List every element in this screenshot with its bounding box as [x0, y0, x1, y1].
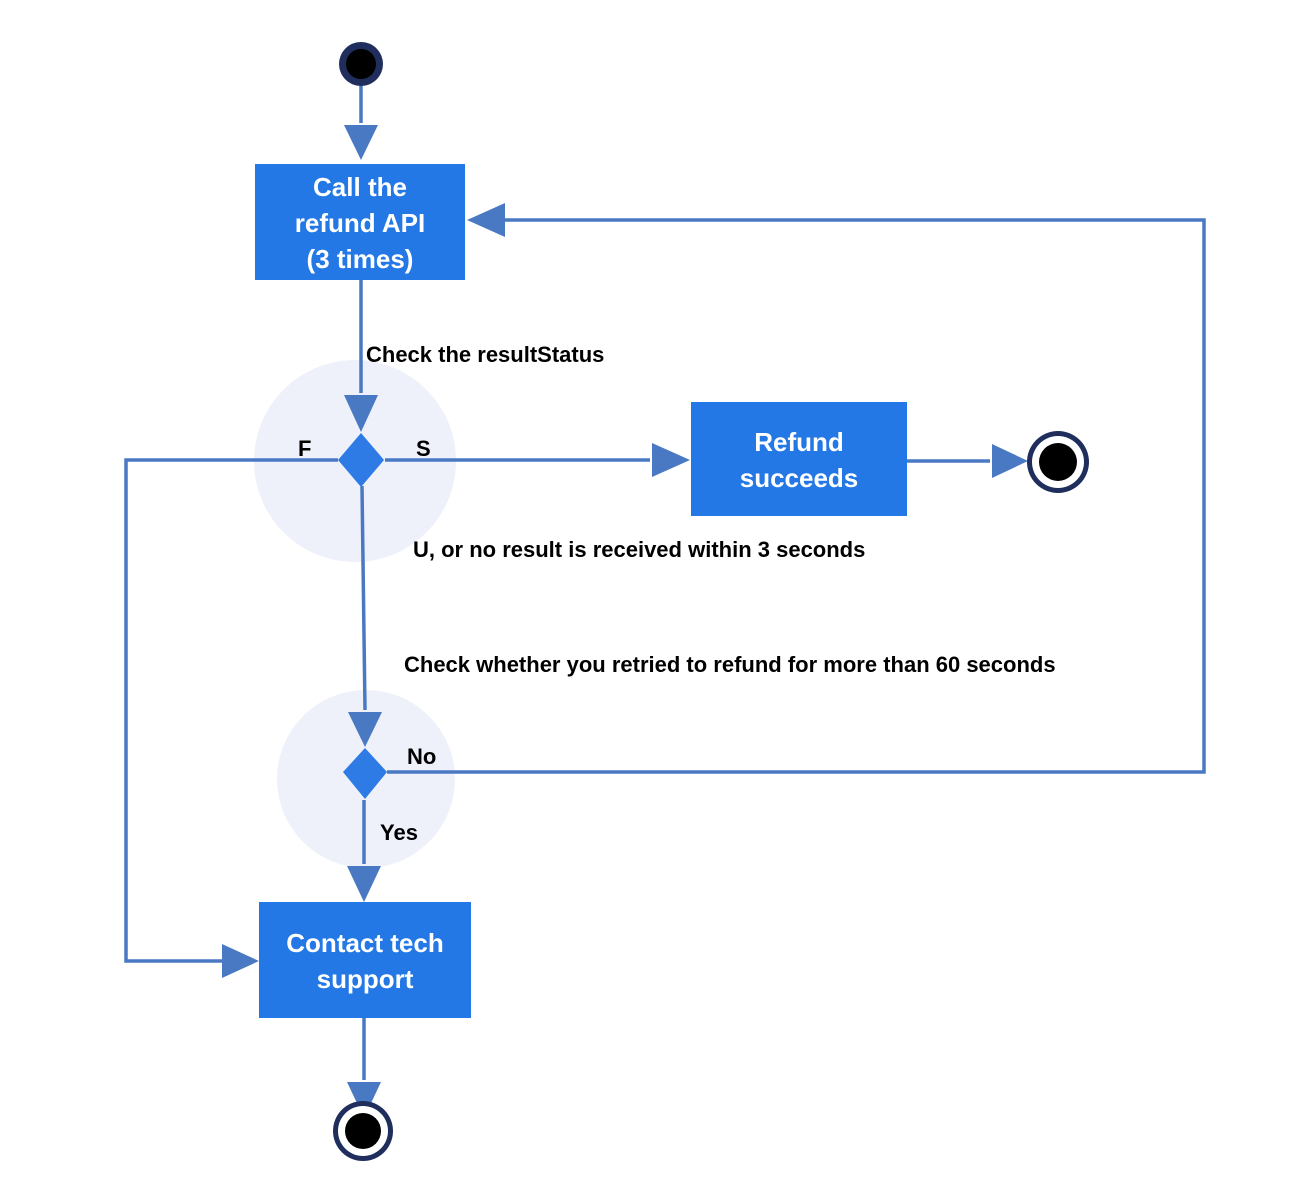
arrowhead-into-end — [992, 444, 1028, 478]
refund-succeeds-line-2: succeeds — [740, 463, 859, 493]
end-node-success — [1027, 431, 1089, 493]
start-node — [339, 42, 383, 86]
label-branch-u: U, or no result is received within 3 sec… — [413, 537, 865, 562]
arrowhead-into-call — [344, 125, 378, 160]
arrowhead-into-contact-f — [222, 944, 259, 978]
edges — [124, 83, 1206, 1080]
edge-no-retry-loop — [387, 218, 1206, 774]
arrowhead-into-call-loop — [467, 203, 505, 237]
arrowhead-into-refund — [652, 443, 690, 477]
contact-tech-support-line-1: Contact tech — [286, 928, 443, 958]
label-branch-s: S — [416, 436, 431, 461]
edge-u-to-retry-decision — [360, 485, 367, 711]
call-refund-api-line-3: (3 times) — [307, 244, 414, 274]
end-node-support — [333, 1101, 393, 1161]
arrowheads — [222, 125, 1028, 1118]
label-branch-f: F — [298, 436, 311, 461]
arrowhead-into-final-end — [347, 1082, 381, 1118]
action-call-refund-api: Call the refund API (3 times) — [255, 164, 465, 280]
action-refund-succeeds: Refund succeeds — [691, 402, 907, 516]
contact-tech-support-line-2: support — [317, 964, 414, 994]
arrowhead-into-contact-yes — [347, 866, 381, 902]
label-branch-no: No — [407, 744, 436, 769]
label-check-retry: Check whether you retried to refund for … — [404, 652, 1056, 677]
label-branch-yes: Yes — [380, 820, 418, 845]
arrowhead-into-decision — [344, 395, 378, 432]
decision-retry-duration — [343, 748, 387, 799]
refund-succeeds-line-1: Refund — [754, 427, 844, 457]
call-refund-api-line-2: refund API — [295, 208, 425, 238]
decision-result-status — [338, 433, 384, 487]
call-refund-api-line-1: Call the — [313, 172, 407, 202]
action-contact-tech-support: Contact tech support — [259, 902, 471, 1018]
label-check-result-status: Check the resultStatus — [366, 342, 604, 367]
arrowhead-into-retry-decision — [348, 712, 382, 747]
edge-f-to-contact — [124, 458, 338, 963]
